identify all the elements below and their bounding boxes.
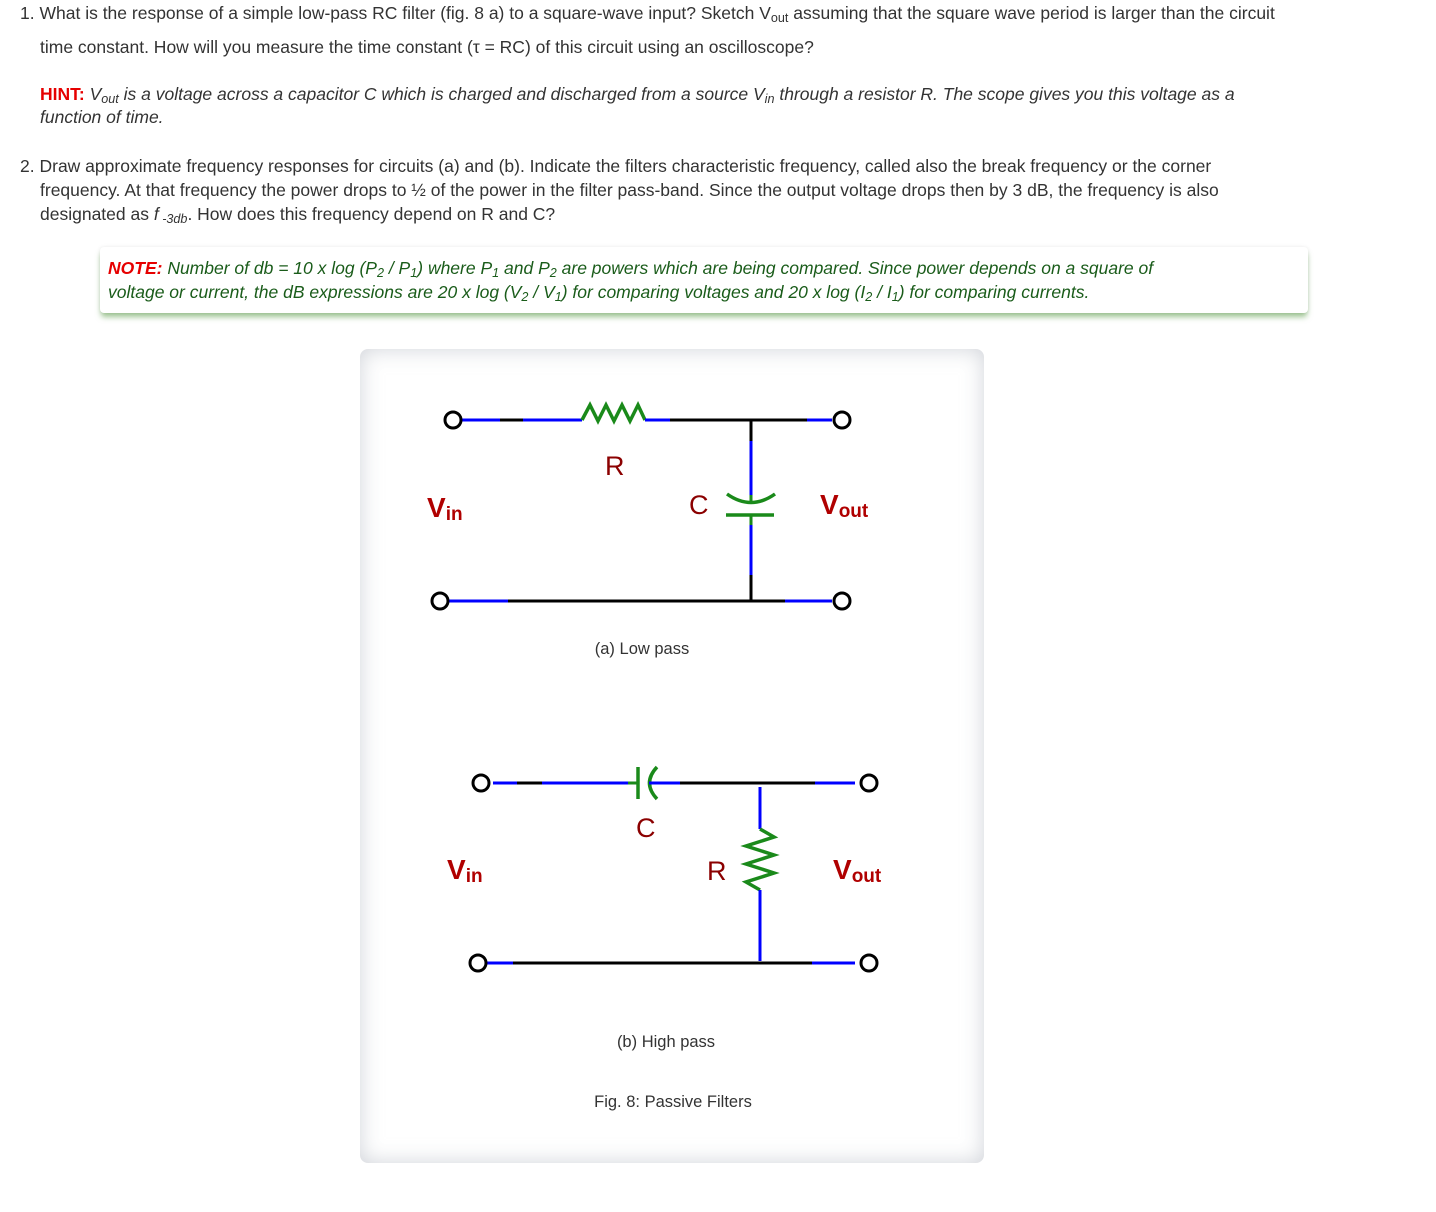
low-pass-circuit: R C Vin Vout C R Vin Vout [427,400,882,973]
question-2-number: 2. [20,156,35,176]
hint-line2: function of time. [40,107,164,127]
low-pass-vout-label: Vout [820,489,869,522]
question-2-line3: designated as f -3db. How does this freq… [40,204,556,227]
low-pass-resistor-label: R [605,451,625,481]
low-pass-caption: (a) Low pass [594,640,690,658]
low-pass-vin-label: Vin [427,492,463,525]
figure-caption: Fig. 8: Passive Filters [594,1093,752,1111]
hint-block: HINT: Vout is a voltage across a capacit… [40,84,1235,107]
note-box: NOTE: Number of db = 10 x log (P2 / P1) … [100,247,1308,313]
question-2-line1: Draw approximate frequency responses for… [39,156,1212,176]
high-pass-resistor-label: R [707,856,727,886]
note-label: NOTE: [108,258,163,278]
hint-label: HINT: [40,84,85,104]
question-1-number: 1. [20,3,35,23]
figure-card: R C Vin Vout C R Vin Vout (a) Low pass (… [360,349,984,1163]
question-2-line2: frequency. At that frequency the power d… [40,180,1219,200]
high-pass-vout-label: Vout [833,854,882,887]
high-pass-vin-label: Vin [447,854,483,887]
question-1-line2: time constant. How will you measure the … [40,37,814,57]
question-1-line1: What is the response of a simple low-pas… [39,3,1275,26]
high-pass-caption: (b) High pass [616,1033,716,1051]
note-line2: voltage or current, the dB expressions a… [108,282,1090,305]
note-line1: NOTE: Number of db = 10 x log (P2 / P1) … [108,258,1154,281]
question-2: 2. Draw approximate frequency responses … [20,154,1211,178]
low-pass-capacitor-label: C [689,490,709,520]
resistor-icon [580,400,647,425]
high-pass-capacitor-label: C [636,813,656,843]
question-1: 1. What is the response of a simple low-… [20,0,1275,30]
resistor-icon [740,827,780,892]
